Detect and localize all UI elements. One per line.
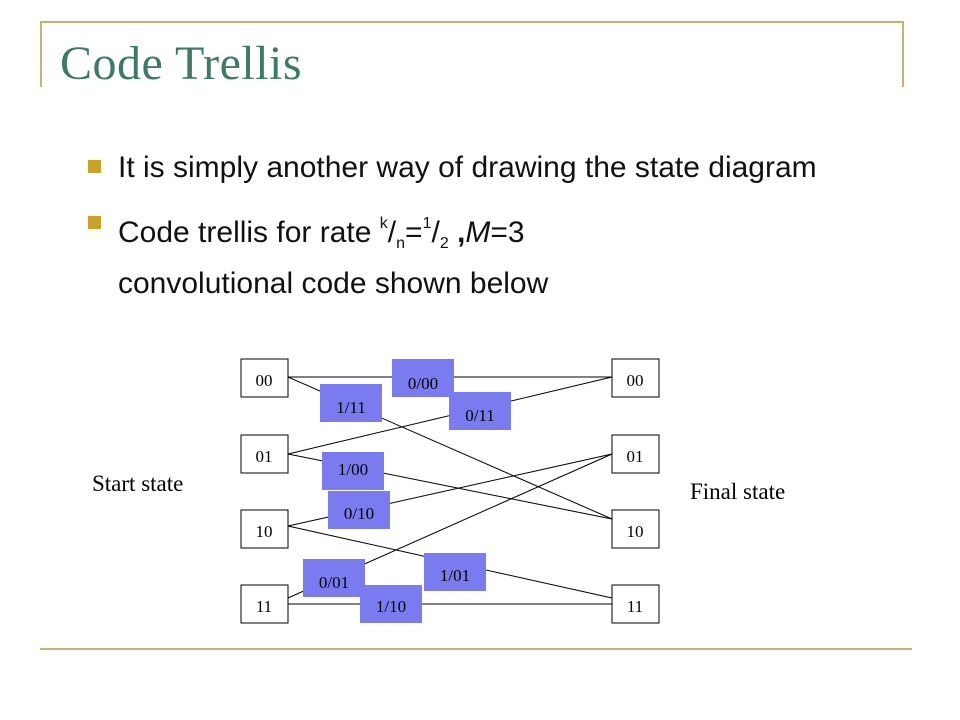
transition-label-box bbox=[322, 452, 384, 490]
state-label: 01 bbox=[627, 447, 644, 466]
state-label: 11 bbox=[256, 597, 272, 616]
transition-label-box bbox=[424, 553, 486, 591]
transition-label: 0/00 bbox=[408, 374, 438, 393]
state-label: 10 bbox=[627, 522, 644, 541]
bullet-list: It is simply another way of drawing the … bbox=[88, 148, 868, 320]
state-box bbox=[611, 584, 660, 624]
frame-bottom-rule bbox=[40, 648, 912, 650]
transition-label: 0/11 bbox=[465, 406, 495, 425]
final-state-label: Final state bbox=[690, 479, 785, 504]
bullet-square-icon bbox=[88, 216, 101, 229]
frame-left-rule bbox=[40, 21, 42, 87]
state-label: 00 bbox=[627, 371, 644, 390]
state-label: 11 bbox=[627, 597, 643, 616]
frame-top-rule bbox=[40, 21, 904, 23]
state-box bbox=[240, 509, 289, 549]
transition-label: 0/01 bbox=[319, 573, 349, 592]
state-box bbox=[611, 358, 660, 398]
final-states: 00 01 10 11 bbox=[611, 358, 660, 624]
transition-label-box bbox=[360, 585, 422, 623]
transition-label-box bbox=[328, 491, 390, 529]
transition-label: 1/10 bbox=[376, 597, 406, 616]
state-box bbox=[611, 509, 660, 549]
state-label: 01 bbox=[256, 447, 273, 466]
start-state-label: Start state bbox=[92, 471, 183, 496]
bullet-text: It is simply another way of drawing the … bbox=[118, 151, 817, 184]
state-box bbox=[611, 434, 660, 474]
state-label: 10 bbox=[256, 522, 273, 541]
bullet-square-icon bbox=[88, 160, 101, 173]
transition-label-box bbox=[449, 392, 511, 430]
transition-label-box bbox=[392, 359, 454, 397]
start-states: 00 01 10 11 bbox=[240, 358, 289, 624]
transition-label: 1/11 bbox=[336, 398, 366, 417]
transition-label: 1/00 bbox=[338, 460, 368, 479]
slide-title: Code Trellis bbox=[60, 37, 303, 90]
state-box bbox=[240, 584, 289, 624]
state-box bbox=[240, 358, 289, 398]
transition-labels: 0/00 1/11 0/11 1/00 0/10 1/01 0/01 1/10 bbox=[303, 359, 511, 623]
transition-label-box bbox=[320, 384, 382, 422]
transition-label: 1/01 bbox=[440, 566, 470, 585]
state-box bbox=[240, 434, 289, 474]
state-label: 00 bbox=[256, 371, 273, 390]
transition-label-box bbox=[303, 559, 365, 597]
bullet-item: It is simply another way of drawing the … bbox=[88, 148, 868, 188]
transition-label: 0/10 bbox=[344, 504, 374, 523]
frame-right-rule bbox=[902, 21, 904, 87]
